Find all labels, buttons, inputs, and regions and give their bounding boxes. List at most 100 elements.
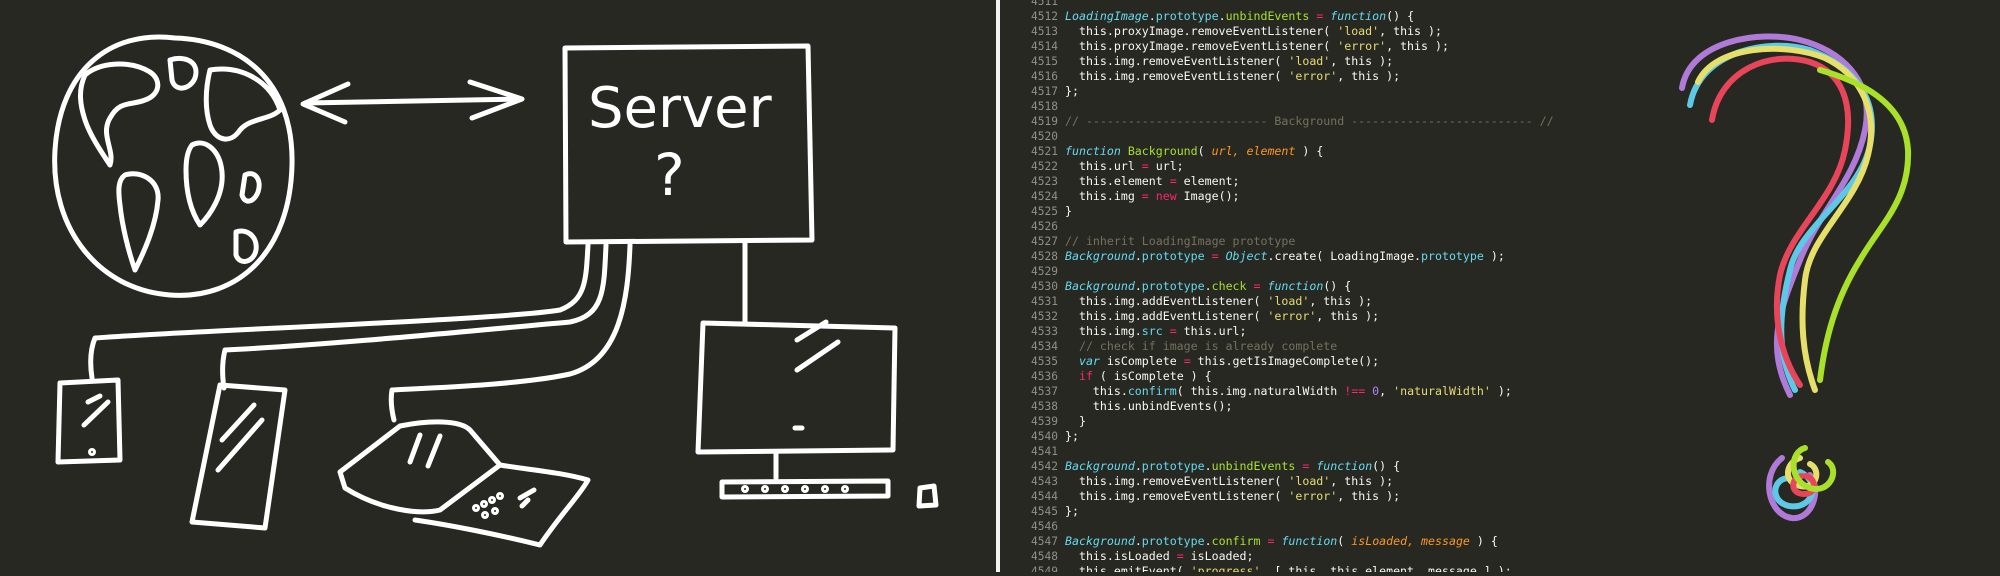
code-token: confirm	[1127, 384, 1177, 398]
line-number: 4522	[1031, 160, 1058, 173]
code-token: element;	[1176, 174, 1240, 188]
panel-divider	[996, 0, 1000, 572]
code-token: =	[1211, 249, 1219, 263]
code-token: 'load'	[1288, 474, 1331, 488]
line-number: 4543	[1031, 475, 1058, 488]
code-token: .	[1134, 249, 1142, 263]
code-token: this.img.removeEventListener(	[1065, 69, 1289, 83]
line-number: 4548	[1031, 550, 1058, 563]
code-token: function	[1065, 144, 1121, 158]
line-number: 4541	[1031, 445, 1058, 458]
line-number: 4521	[1031, 145, 1058, 158]
code-line: Background.prototype.unbindEvents = func…	[1065, 459, 1554, 474]
code-token: () {	[1386, 9, 1415, 23]
code-token: Object	[1225, 249, 1268, 263]
line-number: 4542	[1031, 460, 1058, 473]
code-area[interactable]: LoadingImage.prototype.unbindEvents = fu…	[1065, 0, 1554, 572]
line-number: 4511	[1031, 0, 1058, 8]
code-line: }	[1065, 414, 1554, 429]
code-token: !==	[1344, 384, 1366, 398]
line-number: 4534	[1031, 340, 1058, 353]
line-number: 4513	[1031, 25, 1058, 38]
question-mark-dot	[1766, 445, 1837, 521]
code-token: this.unbindEvents();	[1065, 399, 1233, 413]
code-line: this.img.src = this.url;	[1065, 324, 1554, 339]
code-token: =	[1183, 354, 1191, 368]
code-token: 'load'	[1267, 294, 1310, 308]
code-token: // check if image is already complete	[1065, 339, 1338, 353]
code-token: =	[1169, 324, 1177, 338]
code-token	[1205, 249, 1212, 263]
code-token: confirm	[1211, 534, 1261, 548]
line-number: 4527	[1031, 235, 1058, 248]
code-token: url, element	[1211, 144, 1296, 158]
line-number: 4526	[1031, 220, 1058, 233]
code-token: this.proxyImage.removeEventListener(	[1065, 24, 1338, 38]
line-number: 4537	[1031, 385, 1058, 398]
code-token: );	[1483, 249, 1505, 263]
line-number: 4517	[1031, 85, 1058, 98]
line-number: 4523	[1031, 175, 1058, 188]
code-token: =	[1176, 549, 1184, 563]
line-number: 4520	[1031, 130, 1058, 143]
code-token: ) {	[1295, 144, 1324, 158]
code-token: .	[1134, 279, 1142, 293]
code-token: (	[1197, 144, 1212, 158]
code-token: =	[1169, 174, 1177, 188]
code-line: this.img = new Image();	[1065, 189, 1554, 204]
code-token: prototype	[1155, 9, 1219, 23]
code-token: , this );	[1337, 69, 1401, 83]
code-token: LoadingImage	[1065, 9, 1149, 23]
code-token: this.proxyImage.removeEventListener(	[1065, 39, 1338, 53]
line-number: 4533	[1031, 325, 1058, 338]
code-token: , [ this, this.element, message ] );	[1260, 564, 1512, 572]
code-line: this.confirm( this.img.naturalWidth !== …	[1065, 384, 1554, 399]
code-token: this.img.removeEventListener(	[1065, 474, 1289, 488]
code-line: LoadingImage.prototype.unbindEvents = fu…	[1065, 9, 1554, 24]
code-token: 'load'	[1288, 54, 1331, 68]
code-token: this.img.	[1065, 324, 1142, 338]
line-number: 4535	[1031, 355, 1058, 368]
code-token: };	[1065, 504, 1079, 518]
code-token: prototype	[1141, 534, 1205, 548]
code-token: =	[1302, 459, 1310, 473]
desktop-monitor-icon	[695, 319, 898, 481]
code-token	[1121, 144, 1128, 158]
code-token: .	[1134, 459, 1142, 473]
code-token: }	[1065, 414, 1086, 428]
code-token: =	[1267, 534, 1275, 548]
keyboard-icon	[719, 478, 891, 500]
line-number: 4528	[1031, 250, 1058, 263]
code-token: // inherit LoadingImage prototype	[1065, 234, 1296, 248]
code-token: 'error'	[1267, 309, 1317, 323]
code-token: };	[1065, 84, 1079, 98]
line-number: 4531	[1031, 295, 1058, 308]
code-line: this.emitEvent( 'progress', [ this, this…	[1065, 564, 1554, 572]
code-token: 'error'	[1337, 39, 1387, 53]
server-box-icon: Server ?	[562, 43, 815, 245]
code-line	[1065, 129, 1554, 144]
code-token: };	[1065, 429, 1079, 443]
code-line: Background.prototype.confirm = function(…	[1065, 534, 1554, 549]
code-token	[1247, 279, 1254, 293]
code-token: }	[1065, 204, 1072, 218]
code-token: prototype	[1141, 249, 1205, 263]
line-number: 4538	[1031, 400, 1058, 413]
code-token: 0	[1372, 384, 1380, 398]
code-line: var isComplete = this.getIsImageComplete…	[1065, 354, 1554, 369]
line-number: 4536	[1031, 370, 1058, 383]
code-token: );	[1490, 384, 1512, 398]
code-token: this.isLoaded	[1065, 549, 1177, 563]
code-token	[1065, 369, 1079, 383]
code-line: this.url = url;	[1065, 159, 1554, 174]
code-token: // -------------------------- Background…	[1065, 114, 1554, 128]
code-token	[1219, 249, 1226, 263]
code-token: function	[1281, 534, 1338, 548]
code-token: 'progress'	[1190, 564, 1261, 572]
code-token: isLoaded, message	[1351, 534, 1470, 548]
tablet-icon	[189, 382, 288, 531]
code-token: , this );	[1337, 489, 1401, 503]
line-number: 4549	[1031, 565, 1058, 572]
code-token: this.	[1065, 384, 1128, 398]
line-number: 4532	[1031, 310, 1058, 323]
